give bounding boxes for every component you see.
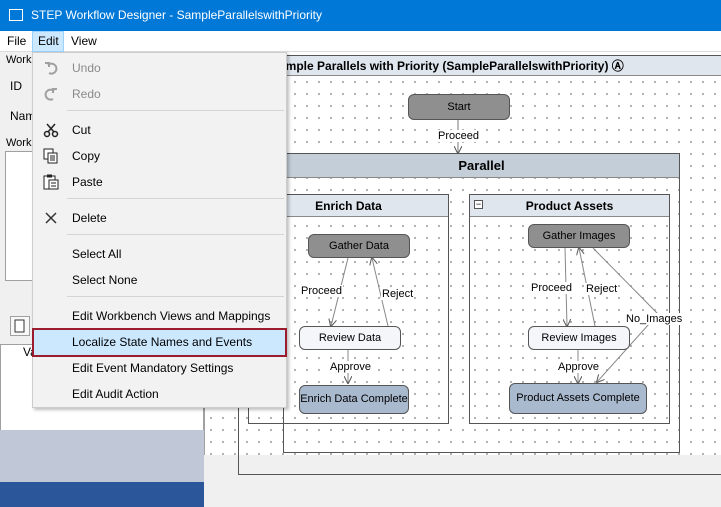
collapse-icon[interactable]: − <box>474 199 483 209</box>
edge-proceed-assets[interactable]: Proceed <box>530 282 573 294</box>
menu-separator <box>67 234 284 235</box>
menu-paste[interactable]: Paste <box>33 170 286 194</box>
document-icon <box>14 319 25 333</box>
undo-icon <box>43 60 59 76</box>
menu-separator <box>67 110 284 111</box>
menu-separator <box>67 296 284 297</box>
redo-icon <box>43 86 59 102</box>
menu-redo-label: Redo <box>72 87 101 101</box>
edge-reject-enrich[interactable]: Reject <box>381 288 415 300</box>
menu-select-none[interactable]: Select None <box>33 268 286 292</box>
menu-edit-audit-action[interactable]: Edit Audit Action <box>33 382 286 406</box>
window-title: STEP Workflow Designer - SampleParallels… <box>31 8 322 22</box>
edge-proceed-start[interactable]: Proceed <box>437 130 480 142</box>
menu-file[interactable]: File <box>7 34 27 48</box>
scissors-icon <box>43 122 59 138</box>
menu-edit-views-label: Edit Workbench Views and Mappings <box>72 309 271 323</box>
paste-icon <box>43 174 59 190</box>
menu-paste-label: Paste <box>72 175 103 189</box>
menu-copy[interactable]: Copy <box>33 144 286 168</box>
menu-select-all[interactable]: Select All <box>33 242 286 266</box>
menu-bar: File Edit View <box>0 31 721 52</box>
menu-cut[interactable]: Cut <box>33 118 286 142</box>
panel-footer-bar <box>0 482 204 507</box>
menu-delete[interactable]: Delete <box>33 206 286 230</box>
menu-localize-state-names[interactable]: Localize State Names and Events <box>32 328 287 357</box>
state-review-images[interactable]: Review Images <box>528 326 630 350</box>
menu-edit-views[interactable]: Edit Workbench Views and Mappings <box>33 304 286 328</box>
menu-delete-label: Delete <box>72 211 107 225</box>
menu-copy-label: Copy <box>72 149 101 163</box>
menu-select-all-label: Select All <box>72 247 122 261</box>
state-start[interactable]: Start <box>408 94 510 120</box>
menu-localize-label: Localize State Names and Events <box>72 335 253 349</box>
menu-edit-audit-label: Edit Audit Action <box>72 387 159 401</box>
title-bar: STEP Workflow Designer - SampleParallels… <box>0 0 721 31</box>
workflow-canvas[interactable]: ample Parallels with Priority (SamplePar… <box>204 52 721 475</box>
id-label: ID <box>10 79 22 93</box>
state-gather-images[interactable]: Gather Images <box>528 224 630 248</box>
description-area[interactable] <box>5 151 35 281</box>
name-label: Nam <box>10 109 36 123</box>
state-review-data[interactable]: Review Data <box>299 326 401 350</box>
menu-edit-event-mandatory-label: Edit Event Mandatory Settings <box>72 361 234 375</box>
delete-x-icon <box>43 210 59 226</box>
workflow-section-label: Work <box>6 137 32 149</box>
menu-separator <box>67 198 284 199</box>
menu-edit[interactable]: Edit <box>32 31 64 52</box>
edge-approve-assets[interactable]: Approve <box>557 361 600 373</box>
product-assets-box[interactable]: Product Assets − <box>469 194 670 424</box>
state-gather-data[interactable]: Gather Data <box>308 234 410 258</box>
edge-approve-enrich[interactable]: Approve <box>329 361 372 373</box>
workflow-group-label: Work <box>6 54 32 66</box>
workflow-title: ample Parallels with Priority (SamplePar… <box>239 56 721 76</box>
menu-view[interactable]: View <box>71 34 97 48</box>
menu-select-none-label: Select None <box>72 273 138 287</box>
menu-edit-label: Edit <box>38 34 59 48</box>
parallel-title: Parallel <box>284 154 679 178</box>
menu-edit-event-mandatory[interactable]: Edit Event Mandatory Settings <box>33 356 286 380</box>
menu-redo[interactable]: Redo <box>33 82 286 106</box>
edge-proceed-enrich[interactable]: Proceed <box>300 285 343 297</box>
product-assets-title: Product Assets <box>470 195 669 217</box>
menu-undo-label: Undo <box>72 61 101 75</box>
app-icon <box>9 9 23 21</box>
enrich-data-box[interactable]: Enrich Data <box>248 194 449 424</box>
menu-undo[interactable]: Undo <box>33 56 286 80</box>
enrich-data-title: Enrich Data <box>249 195 448 217</box>
menu-cut-label: Cut <box>72 123 91 137</box>
edge-no-images[interactable]: No_Images <box>625 313 684 325</box>
copy-icon <box>43 148 59 164</box>
state-product-assets-complete[interactable]: Product Assets Complete <box>509 383 647 414</box>
edge-reject-assets[interactable]: Reject <box>585 283 619 295</box>
state-enrich-data-complete[interactable]: Enrich Data Complete <box>299 385 409 414</box>
edit-doc-button[interactable] <box>10 316 30 336</box>
edit-menu-dropdown: Undo Redo Cut Copy Paste Delete Select A… <box>32 52 287 408</box>
